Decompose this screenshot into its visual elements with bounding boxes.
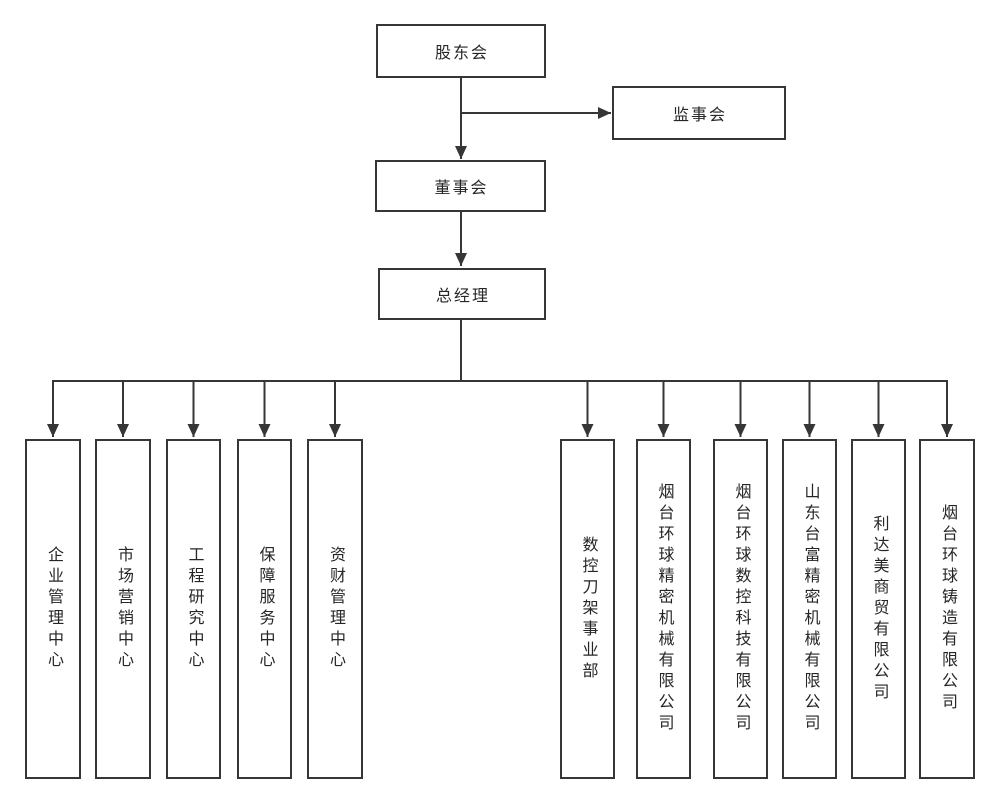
node-dept-cnc-tool-holder-division: 数控刀架事业部 <box>560 439 615 779</box>
node-label: 资财管理中心 <box>327 546 344 672</box>
node-dept-marketing-center: 市场营销中心 <box>95 439 151 779</box>
node-label: 工程研究中心 <box>185 546 203 672</box>
node-dept-finance-management-center: 资财管理中心 <box>307 439 363 779</box>
node-company-yantai-huanqiu-cnc-technology: 烟台环球数控科技有限公司 <box>713 439 768 779</box>
node-company-lidamei-trading: 利达美商贸有限公司 <box>851 439 906 779</box>
node-board-of-directors: 董事会 <box>375 160 546 212</box>
node-dept-support-service-center: 保障服务中心 <box>237 439 292 779</box>
node-company-yantai-huanqiu-casting: 烟台环球铸造有限公司 <box>919 439 975 779</box>
node-general-manager: 总经理 <box>378 268 546 320</box>
node-company-shandong-taifu-precision-machinery: 山东台富精密机械有限公司 <box>782 439 837 779</box>
node-label: 企业管理中心 <box>45 546 62 672</box>
node-label: 烟台环球精密机械有限公司 <box>655 483 673 735</box>
node-label: 烟台环球铸造有限公司 <box>939 504 956 714</box>
node-label: 利达美商贸有限公司 <box>870 514 888 704</box>
node-label: 数控刀架事业部 <box>579 535 597 683</box>
node-company-yantai-huanqiu-precision-machinery: 烟台环球精密机械有限公司 <box>636 439 691 779</box>
node-label: 烟台环球数控科技有限公司 <box>732 483 750 735</box>
node-shareholders-meeting: 股东会 <box>376 24 546 78</box>
node-dept-engineering-research-center: 工程研究中心 <box>166 439 221 779</box>
node-label: 山东台富精密机械有限公司 <box>801 483 819 735</box>
node-label: 保障服务中心 <box>256 546 274 672</box>
node-label: 市场营销中心 <box>115 546 132 672</box>
node-supervisory-board: 监事会 <box>612 86 786 140</box>
node-dept-enterprise-management-center: 企业管理中心 <box>25 439 81 779</box>
